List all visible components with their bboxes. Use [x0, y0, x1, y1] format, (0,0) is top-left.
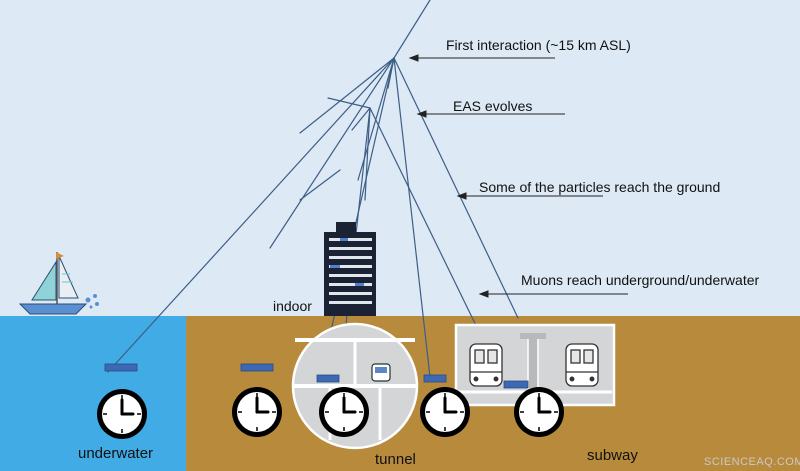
subway-train-icon — [565, 343, 599, 387]
detector-icon — [423, 374, 447, 383]
shower-track — [269, 57, 395, 249]
building-icon — [324, 222, 376, 316]
air-shower — [107, 0, 519, 386]
sky — [0, 0, 800, 316]
clock-icon — [97, 389, 147, 439]
watermark: SCIENCEAQ.COM — [704, 456, 800, 468]
shower-track — [393, 57, 519, 319]
clock-icon — [319, 387, 369, 437]
label-eas-evolves: EAS evolves — [453, 98, 533, 114]
shower-track — [107, 57, 395, 373]
label-subway: subway — [587, 447, 638, 464]
shower-track — [299, 57, 395, 134]
primary-track — [393, 0, 431, 59]
shower-track — [327, 97, 371, 109]
label-first-interaction: First interaction (~15 km ASL) — [446, 37, 631, 53]
detectors — [104, 363, 529, 389]
label-underwater: underwater — [78, 445, 154, 462]
detector-icon — [503, 380, 529, 389]
shower-track — [319, 57, 395, 379]
annotation-arrows — [408, 54, 628, 298]
shower-track — [351, 107, 371, 131]
label-indoor: indoor — [273, 298, 312, 314]
clock-icon — [232, 387, 282, 437]
shower-track — [299, 169, 341, 201]
sailboat-icon — [18, 252, 99, 315]
detector-icon — [240, 363, 274, 372]
shower-track — [364, 107, 371, 201]
shower-track — [387, 57, 395, 89]
water — [0, 316, 186, 471]
label-tunnel: tunnel — [375, 451, 416, 468]
subway-train-icon — [469, 343, 503, 387]
label-particles-reach-ground: Some of the particles reach the ground — [479, 179, 721, 195]
clock-icon — [514, 387, 564, 437]
label-muons-reach: Muons reach underground/underwater — [521, 272, 760, 288]
detector-icon — [104, 363, 138, 372]
shower-track — [393, 57, 431, 378]
detector-icon — [316, 374, 340, 383]
clock-icon — [420, 387, 470, 437]
clocks — [97, 387, 564, 439]
